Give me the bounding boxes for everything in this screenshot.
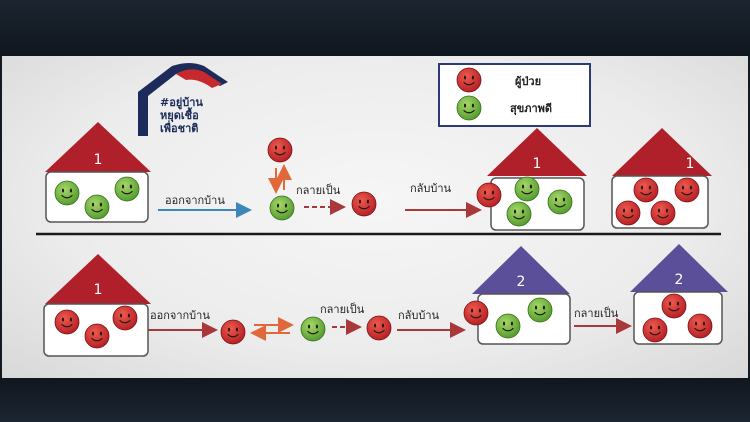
healthy-person-icon [84,194,110,220]
healthy-person-icon [495,313,521,339]
sick-person-icon [661,293,687,319]
row-1: 1 ออกจากบ้าน กลายเป็น กลับบ้าน 1 [45,122,712,231]
row2-contact-arrows [250,317,294,341]
row1-infected-contact [267,137,293,163]
row1-house-c: 1 [611,128,712,229]
row2-return-home-label: กลับบ้าน [398,309,440,322]
row2-house-a-roof [45,254,151,304]
row1-contact-arrows [268,164,292,194]
row2-sick-person [220,319,246,345]
monitor-bezel-top [0,0,750,56]
row1-leave-home-label: ออกจากบ้าน [165,194,225,207]
row1-become-label: กลายเป็น [296,183,341,197]
legend-sick-face [456,67,482,93]
logo-roof-shape [138,63,228,136]
row2-house-b-roof [472,246,570,294]
healthy-person-icon [114,176,140,202]
row2-house-a: 1 [43,254,151,357]
sick-person-icon [54,309,80,335]
sick-person-icon [476,182,502,208]
legend: ผู้ป่วย สุขภาพดี [438,63,591,127]
row2-house-b-number: 2 [517,274,526,290]
healthy-person-icon [547,189,573,215]
legend-sick-label: ผู้ป่วย [515,75,541,89]
row1-house-c-roof [612,128,712,176]
row2-house-c-number: 2 [675,272,684,288]
monitor-bezel-bottom [0,378,750,422]
healthy-person-icon [506,201,532,227]
row2-house-a-number: 1 [94,282,103,298]
row1-became-sick [351,191,377,217]
row1-house-b-roof [487,128,587,176]
sick-person-icon [674,177,700,203]
row2-house-b: 2 [463,246,571,345]
row1-house-a: 1 [45,122,151,223]
logo-line-1: #อยู่บ้าน [160,96,203,110]
row1-healthy-person [269,195,295,221]
logo-roof-accent [176,69,222,88]
row1-house-b-number: 1 [533,156,542,172]
legend-healthy-face [456,95,482,121]
row1-house-b: 1 [476,128,587,231]
sick-person-icon [84,323,110,349]
sick-person-icon [687,313,713,339]
row2-house-c: 2 [630,244,728,345]
row2-become2-label: กลายเป็น [574,306,619,320]
sick-person-icon [633,177,659,203]
sick-person-icon [112,305,138,331]
row1-house-a-roof [45,122,151,172]
row2-house-b-body [477,293,571,345]
row1-house-a-number: 1 [94,152,103,168]
logo-line-3: เพื่อชาติ [160,120,198,135]
row2-healthy-contact [300,316,326,342]
row1-house-c-number: 1 [686,156,695,172]
healthy-person-icon [54,180,80,206]
sick-person-icon [650,200,676,226]
sick-person-icon [463,300,489,326]
sick-person-icon [642,317,668,343]
row2-house-c-roof [630,244,728,292]
row2-become-label: กลายเป็น [320,302,365,316]
sick-person-icon [615,200,641,226]
campaign-logo: #อยู่บ้าน หยุดเชื้อ เพื่อชาติ [138,63,228,136]
row-2: 1 ออกจากบ้าน กลายเป็น กลับบ้าน 2 กล [43,244,728,357]
healthy-person-icon [514,176,540,202]
logo-line-2: หยุดเชื้อ [160,107,199,123]
legend-healthy-label: สุขภาพดี [510,102,552,116]
row1-return-home-label: กลับบ้าน [410,182,452,195]
row2-became-sick [366,315,392,341]
row2-leave-home-label: ออกจากบ้าน [150,309,210,322]
healthy-person-icon [527,297,553,323]
